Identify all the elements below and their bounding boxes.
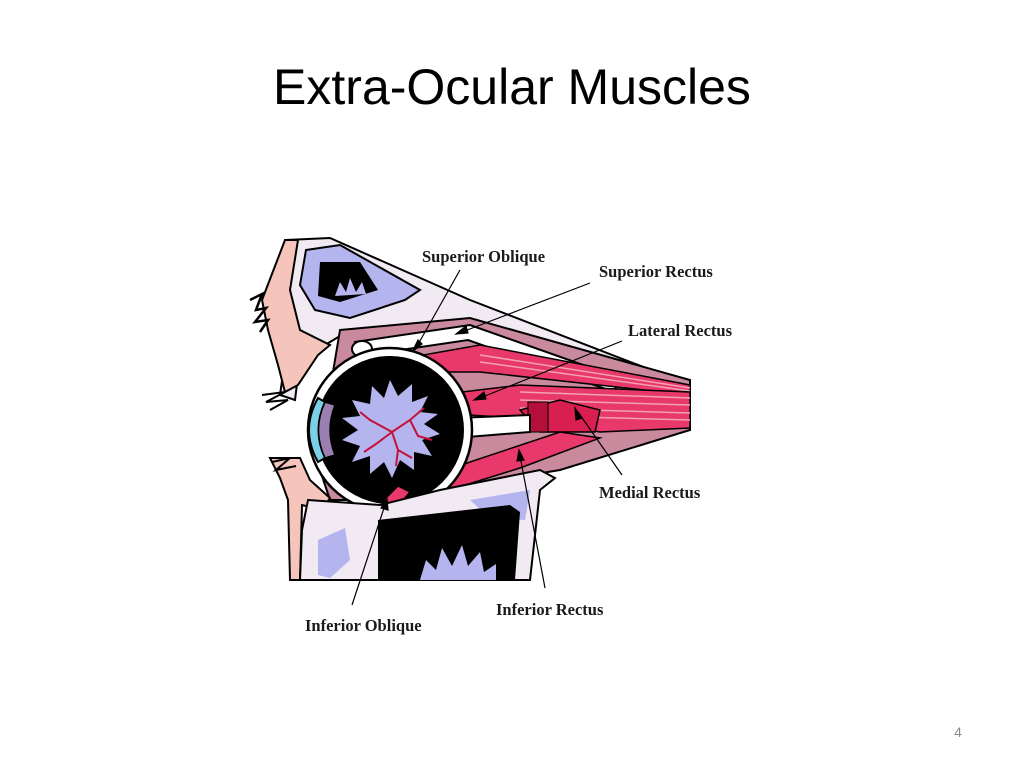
leader-lines bbox=[351, 269, 623, 606]
label-lateral-rectus: Lateral Rectus bbox=[628, 321, 733, 340]
label-inferior-rectus: Inferior Rectus bbox=[496, 600, 604, 619]
leader-lateral-rectus bbox=[479, 340, 623, 399]
label-medial-rectus: Medial Rectus bbox=[599, 483, 701, 502]
label-superior-oblique: Superior Oblique bbox=[422, 247, 545, 266]
frontal-sinus bbox=[318, 262, 378, 302]
leader-superior-oblique bbox=[415, 269, 461, 349]
lower-lid-skin bbox=[268, 457, 332, 581]
leader-inferior-rectus bbox=[519, 455, 546, 589]
medial-rectus-muscle bbox=[518, 399, 601, 433]
label-inferior-oblique: Inferior Oblique bbox=[305, 616, 422, 635]
leader-inferior-oblique bbox=[351, 504, 386, 606]
slide-title: Extra-Ocular Muscles bbox=[273, 59, 751, 115]
leader-medial-rectus bbox=[577, 411, 623, 476]
page-number: 4 bbox=[954, 724, 962, 740]
leader-superior-rectus bbox=[461, 282, 591, 333]
maxillary-sinus bbox=[378, 505, 520, 580]
eyeball bbox=[306, 346, 474, 514]
label-superior-rectus: Superior Rectus bbox=[599, 262, 713, 281]
retina bbox=[342, 380, 440, 478]
upper-lid-skin bbox=[249, 239, 332, 411]
